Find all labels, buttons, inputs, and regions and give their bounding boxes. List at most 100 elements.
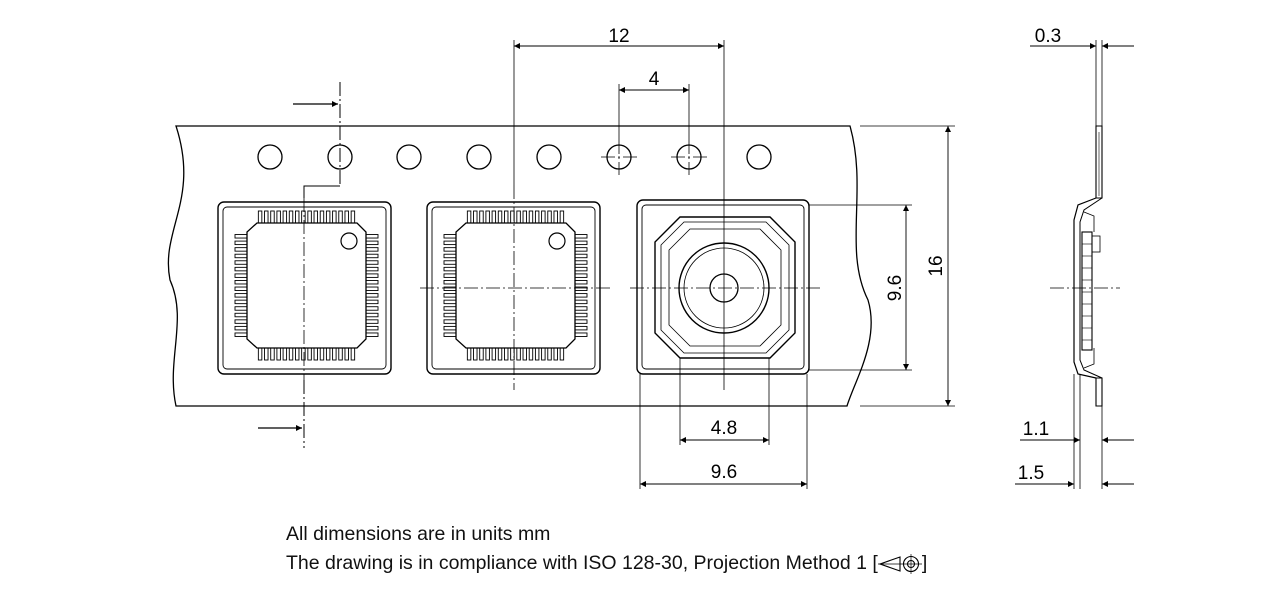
qfp-pin (319, 210, 325, 224)
qfp-pin (574, 240, 588, 246)
qfp-pin (443, 319, 457, 324)
qfp-pin (365, 273, 379, 278)
qfp-pin (325, 347, 331, 361)
qfp-pin (332, 347, 337, 361)
qfp-pin (282, 347, 288, 361)
qfp-pin (443, 253, 457, 259)
qfp-pin (574, 312, 588, 318)
pin1-marker (548, 232, 566, 250)
projection-method-icon (877, 554, 922, 574)
qfp-pin (443, 240, 457, 246)
qfp-pin (365, 286, 379, 291)
qfp-pin (270, 210, 275, 224)
sprocket-hole (466, 144, 492, 170)
qfp-pin (264, 210, 269, 224)
qfp-pin (234, 293, 248, 298)
qfp-pin (319, 347, 325, 361)
qfp-pin (473, 347, 478, 361)
qfp-pin (234, 325, 248, 331)
qfp-pin (553, 347, 558, 361)
compliance-suffix: ] (921, 552, 928, 574)
pin1-marker (340, 232, 358, 250)
qfp-pin (574, 234, 588, 239)
side-section-view (1050, 125, 1120, 407)
qfp-pin (234, 247, 248, 252)
qfp-pin (504, 347, 509, 361)
qfp-pin (276, 210, 281, 224)
qfp-pin (234, 332, 248, 337)
qfp-pin (295, 210, 300, 224)
qfp-pin (234, 253, 248, 259)
dim-label-1-5: 1.5 (1018, 463, 1044, 484)
qfp-pin (443, 280, 457, 285)
sprocket-hole (396, 144, 422, 170)
tape-outline (167, 125, 872, 407)
dim-label-1-1: 1.1 (1023, 419, 1049, 440)
sprocket-hole (536, 144, 562, 170)
qfp-pin (365, 306, 379, 311)
qfp-pin (574, 286, 588, 291)
compliance-text: The drawing is in compliance with ISO 12… (286, 552, 878, 574)
qfp-pin (479, 347, 484, 361)
dim-label-9-6-vertical: 9.6 (885, 275, 906, 301)
qfp-pin (443, 312, 457, 318)
qfp-pin (479, 210, 484, 224)
qfp-pin (559, 210, 565, 224)
qfp-body (455, 222, 576, 349)
dim-label-12: 12 (608, 26, 629, 47)
dim-label-9-6-horizontal: 9.6 (711, 462, 737, 483)
qfp-pin (528, 210, 534, 224)
qfp-pin (473, 210, 478, 224)
qfp-pin (491, 210, 497, 224)
qfp-pin (325, 210, 331, 224)
qfp-pin (466, 347, 472, 361)
qfp-pin (234, 306, 248, 311)
qfp-pin (234, 260, 248, 265)
qfp-pin (332, 210, 337, 224)
qfp-pin (313, 347, 318, 361)
qfp-pin (365, 240, 379, 246)
qfp-pin (466, 210, 472, 224)
qfp-pin (541, 210, 546, 224)
qfp-pin (234, 266, 248, 272)
qfp-pin (307, 347, 312, 361)
qfp-pin (528, 347, 534, 361)
qfp-pin (234, 319, 248, 324)
qfp-pin (365, 280, 379, 285)
extension-lines (513, 40, 955, 489)
qfp-pin (313, 210, 318, 224)
qfp-pin (485, 347, 490, 361)
qfp-pin (301, 347, 306, 361)
qfp-pin (574, 299, 588, 305)
qfp-pin (574, 247, 588, 252)
qfp-pin (276, 347, 281, 361)
qfp-pin (365, 253, 379, 259)
qfp-pin (443, 325, 457, 331)
qfp-pin (282, 210, 288, 224)
qfp-pin (365, 247, 379, 252)
sprocket-hole (746, 144, 772, 170)
qfp-pins (234, 210, 379, 361)
qfp-pin (443, 273, 457, 278)
section-line (258, 82, 341, 448)
qfp-pin (443, 306, 457, 311)
qfp-pin (574, 293, 588, 298)
qfp-pin (574, 325, 588, 331)
qfp-pin (497, 210, 503, 224)
qfp-pin (365, 325, 379, 331)
qfp-pin (497, 347, 503, 361)
qfp-pin (350, 347, 356, 361)
qfp-pin (574, 266, 588, 272)
qfp-pin (234, 273, 248, 278)
qfp-pin (257, 210, 263, 224)
dimension-lines (514, 43, 951, 487)
centerlines (303, 140, 822, 390)
qfp-pin (443, 299, 457, 305)
qfp-pin (307, 210, 312, 224)
dim-label-0-3: 0.3 (1035, 26, 1061, 47)
qfp-pin (485, 210, 490, 224)
qfp-pin (234, 240, 248, 246)
qfp-pin (522, 210, 527, 224)
units-note: All dimensions are in units mm (286, 523, 551, 545)
